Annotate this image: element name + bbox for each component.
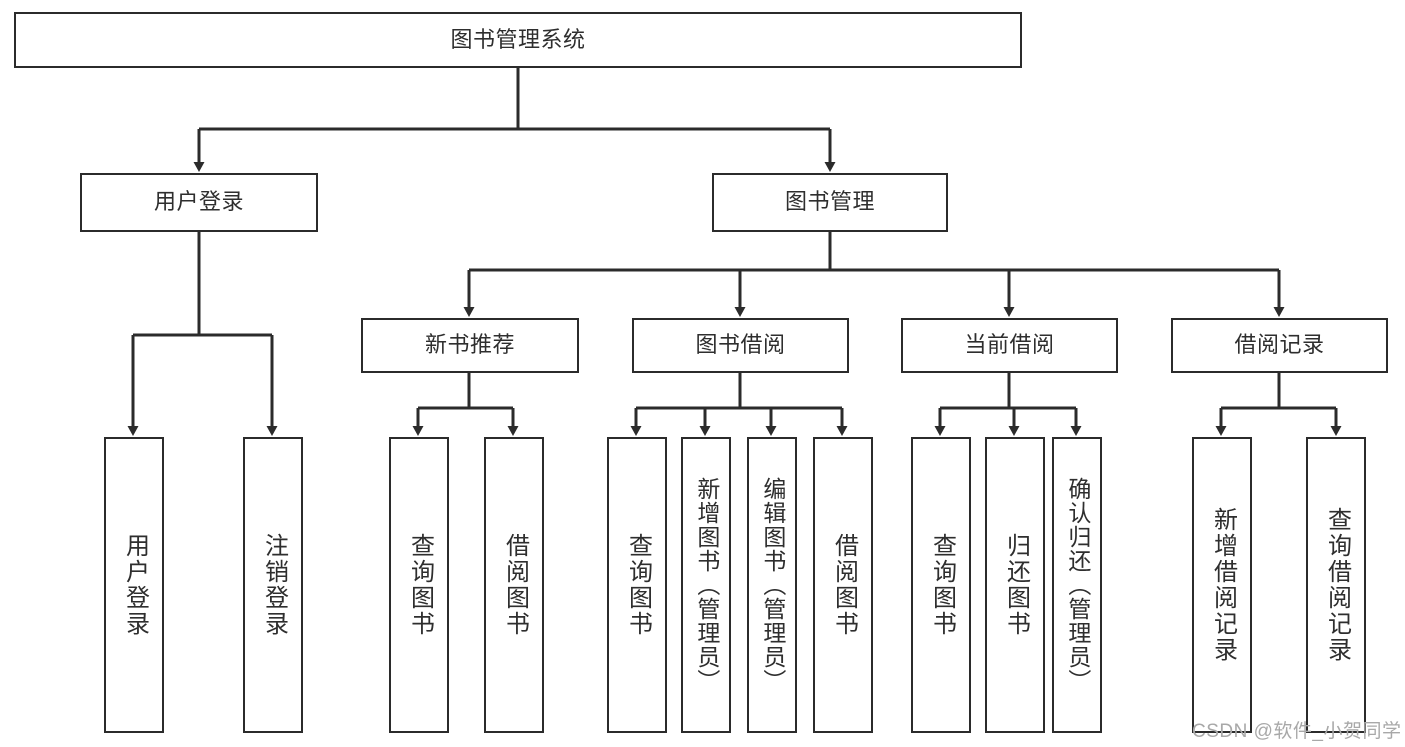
node-leaf-edit-book-label: 编辑图书（管理员） [759, 477, 786, 693]
node-new-book-rec-label: 新书推荐 [424, 332, 515, 358]
node-leaf-query-record-label: 查询借阅记录 [1323, 507, 1351, 663]
node-leaf-logout[interactable]: 注销登录 [243, 437, 303, 733]
node-new-book-rec[interactable]: 新书推荐 [361, 318, 579, 373]
node-leaf-borrow-book-label: 借阅图书 [830, 533, 858, 637]
node-current-borrow[interactable]: 当前借阅 [901, 318, 1118, 373]
node-leaf-query-book-rec[interactable]: 查询图书 [389, 437, 449, 733]
node-borrow-record[interactable]: 借阅记录 [1171, 318, 1388, 373]
node-leaf-return-book[interactable]: 归还图书 [985, 437, 1045, 733]
node-user-login-label: 用户登录 [153, 189, 244, 215]
csdn-watermark: CSDN @软件_小贺同学 [1192, 721, 1402, 742]
edges-group [127, 68, 1342, 436]
node-book-borrow-label: 图书借阅 [695, 332, 786, 358]
node-book-manage-label: 图书管理 [784, 189, 875, 215]
node-leaf-add-book-label: 新增图书（管理员） [693, 477, 720, 693]
node-borrow-record-label: 借阅记录 [1234, 332, 1325, 358]
node-current-borrow-label: 当前借阅 [964, 332, 1055, 358]
node-leaf-query-book-rec-label: 查询图书 [406, 533, 434, 637]
node-root[interactable]: 图书管理系统 [14, 12, 1022, 68]
node-leaf-confirm-return-label: 确认归还（管理员） [1064, 477, 1091, 693]
node-leaf-return-book-label: 归还图书 [1002, 533, 1030, 637]
node-leaf-borrow-book[interactable]: 借阅图书 [813, 437, 873, 733]
node-root-label: 图书管理系统 [450, 26, 586, 52]
node-leaf-confirm-return[interactable]: 确认归还（管理员） [1052, 437, 1102, 733]
node-book-borrow[interactable]: 图书借阅 [632, 318, 849, 373]
node-leaf-user-login-label: 用户登录 [121, 533, 149, 637]
node-leaf-query-book-cur-label: 查询图书 [928, 533, 956, 637]
node-leaf-query-record[interactable]: 查询借阅记录 [1306, 437, 1366, 733]
node-leaf-borrow-book-rec-label: 借阅图书 [501, 533, 529, 637]
node-leaf-logout-label: 注销登录 [260, 533, 288, 637]
node-leaf-query-book[interactable]: 查询图书 [607, 437, 667, 733]
node-leaf-query-book-label: 查询图书 [624, 533, 652, 637]
node-leaf-add-record[interactable]: 新增借阅记录 [1192, 437, 1252, 733]
node-leaf-borrow-book-rec[interactable]: 借阅图书 [484, 437, 544, 733]
node-leaf-user-login[interactable]: 用户登录 [104, 437, 164, 733]
node-user-login[interactable]: 用户登录 [80, 173, 318, 232]
node-leaf-add-book[interactable]: 新增图书（管理员） [681, 437, 731, 733]
node-leaf-query-book-cur[interactable]: 查询图书 [911, 437, 971, 733]
node-leaf-add-record-label: 新增借阅记录 [1209, 507, 1237, 663]
node-book-manage[interactable]: 图书管理 [712, 173, 948, 232]
node-leaf-edit-book[interactable]: 编辑图书（管理员） [747, 437, 797, 733]
